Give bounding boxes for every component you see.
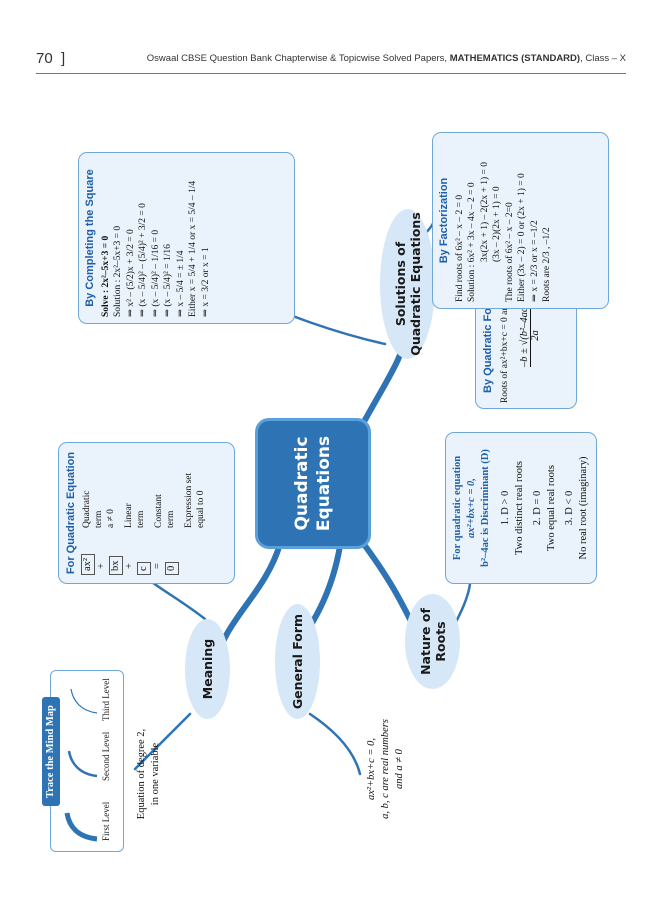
book-title: Oswaal CBSE Question Bank Chapterwise & … — [146, 53, 626, 64]
card-nature-of-roots: For quadratic equation ax²+bx+c = 0, b²–… — [445, 432, 597, 584]
general-form-description: ax²+bx+c = 0, a, b, c are real numbers a… — [366, 719, 405, 819]
page-header: 70 ] Oswaal CBSE Question Bank Chapterwi… — [36, 50, 626, 70]
term-labels: Quadratic term a ≠ 0 Linear term Constan… — [82, 472, 206, 528]
mind-map: Trace the Mind Map First Level Second Le… — [40, 114, 630, 854]
card-for-quadratic-equation: For Quadratic Equation ax² + bx + c = 0 … — [58, 442, 235, 584]
quadratic-formula: –b ± √(b²–4ac) 2a — [519, 303, 541, 368]
bubble-meaning: Meaning — [185, 619, 230, 719]
bubble-general-form: General Form — [275, 604, 320, 719]
legend: Trace the Mind Map First Level Second Le… — [42, 670, 124, 852]
card-factorization: By Factorization Find roots of 6x² – x –… — [432, 132, 609, 309]
card-completing-square: By Completing the Square Solve : 2x²–5x+… — [78, 152, 295, 324]
bubble-nature-of-roots: Nature of Roots — [405, 594, 460, 689]
page-number: 70 ] — [36, 50, 66, 67]
legend-first-level: First Level — [101, 801, 111, 841]
header-rule — [36, 73, 626, 74]
legend-third-level: Third Level — [101, 678, 111, 721]
bubble-solutions: Solutions of Quadratic Equations — [380, 209, 435, 359]
legend-second-level: Second Level — [101, 731, 111, 781]
legend-title: Trace the Mind Map — [42, 697, 60, 806]
meaning-description: Equation of degree 2, in one variable — [136, 728, 161, 820]
card-title: For Quadratic Equation — [65, 451, 77, 575]
central-topic: Quadratic Equations — [255, 418, 371, 549]
legend-level-curves — [64, 688, 98, 842]
